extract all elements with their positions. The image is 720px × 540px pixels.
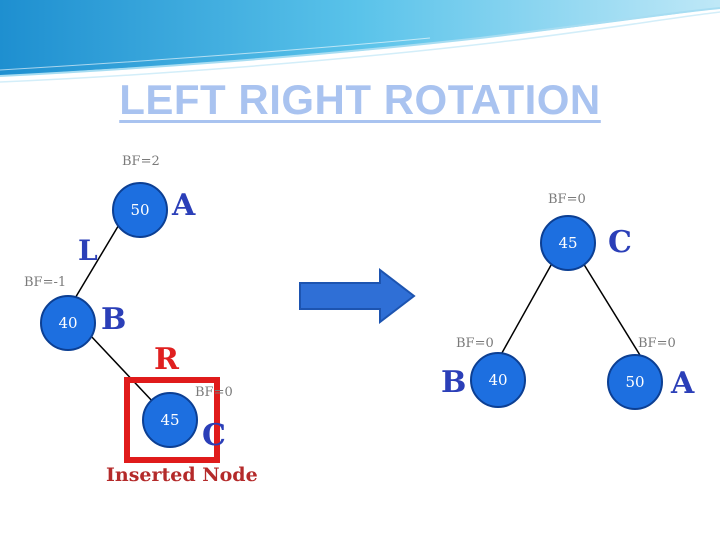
- bf-label-inserted: BF=0: [195, 385, 233, 400]
- node-45-right-value: 45: [558, 234, 577, 252]
- bf-label-node-50: BF=2: [122, 154, 160, 169]
- rotation-arrow-icon: [299, 267, 416, 325]
- bf-label-node-50-right: BF=0: [638, 336, 676, 351]
- tag-a-right: A: [671, 366, 695, 401]
- node-50-left-value: 50: [130, 201, 149, 219]
- direction-label-r: R: [154, 342, 179, 377]
- node-50-left-circle: [112, 182, 168, 238]
- node-40-right-value: 40: [488, 371, 507, 389]
- tag-c-left: C: [202, 418, 226, 453]
- bf-label-node-45-right: BF=0: [548, 192, 586, 207]
- inserted-node-box: [124, 377, 220, 463]
- node-40-right: 40: [470, 352, 526, 408]
- node-45-right-circle: [540, 215, 596, 271]
- tag-c-right: C: [608, 225, 632, 260]
- node-40-left: 40: [40, 295, 96, 351]
- node-50-left: 50: [112, 182, 168, 238]
- node-45-right: 45: [540, 215, 596, 271]
- edge-45-40: [497, 257, 556, 361]
- direction-label-l: L: [78, 234, 98, 267]
- edge-45-50: [579, 257, 644, 361]
- node-45-inserted-circle: [142, 392, 198, 448]
- inserted-node-caption: Inserted Node: [106, 464, 258, 486]
- node-50-right-value: 50: [625, 373, 644, 391]
- node-45-inserted: 45: [142, 392, 198, 448]
- header-wave-decoration: [0, 0, 720, 83]
- tag-b-right: B: [441, 365, 467, 400]
- tag-b-left: B: [101, 302, 127, 337]
- tag-a-left: A: [172, 188, 196, 223]
- edge-50-40: [67, 217, 124, 311]
- bf-label-node-40: BF=-1: [24, 275, 67, 290]
- bf-label-node-40-right: BF=0: [456, 336, 494, 351]
- node-45-inserted-value: 45: [160, 411, 179, 429]
- node-50-right: 50: [607, 354, 663, 410]
- node-40-left-value: 40: [58, 314, 77, 332]
- node-40-right-circle: [470, 352, 526, 408]
- slide-title: LEFT RIGHT ROTATION: [119, 76, 601, 123]
- node-40-left-circle: [40, 295, 96, 351]
- node-50-right-circle: [607, 354, 663, 410]
